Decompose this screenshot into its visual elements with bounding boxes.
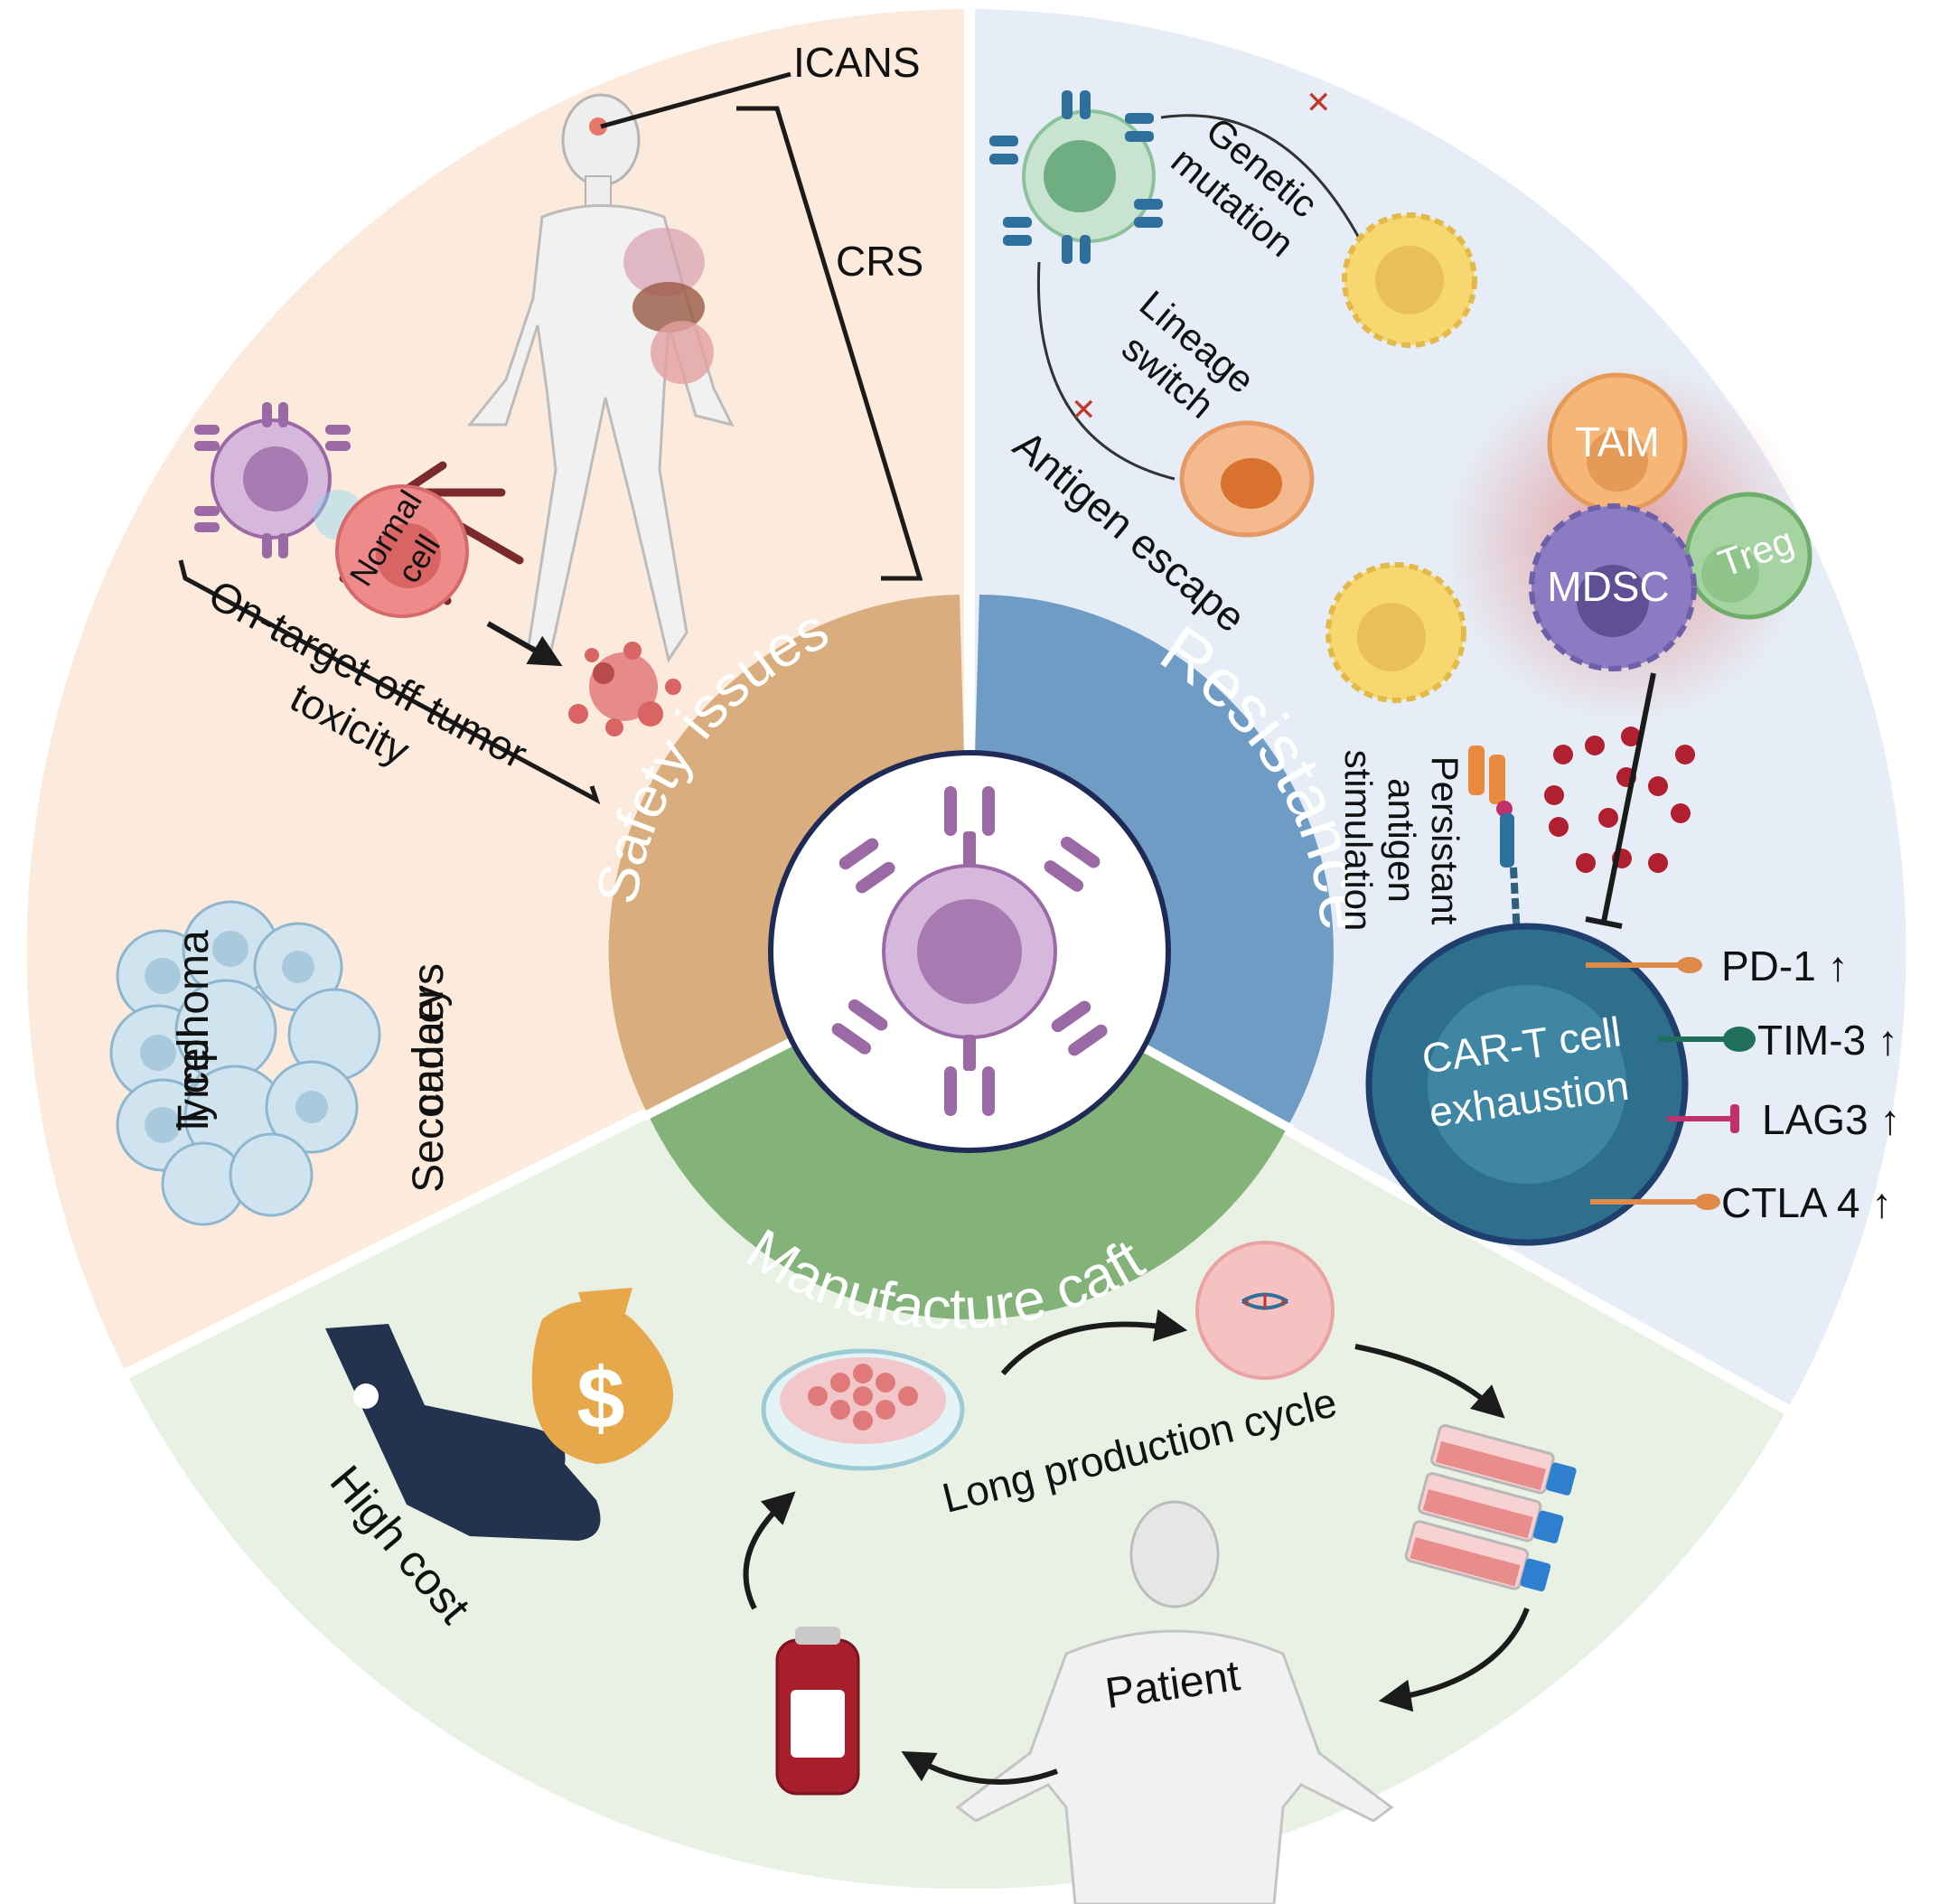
patient-figure: Patient xyxy=(955,1500,1394,1904)
marker-tim3: TIM-3 ↑ xyxy=(1757,1017,1898,1064)
lineage-switch-arc xyxy=(1036,261,1176,481)
tam-label: TAM xyxy=(1575,418,1660,465)
marker-ctla4: CTLA 4 ↑ xyxy=(1721,1179,1892,1226)
marker-pd1: PD-1 ↑ xyxy=(1721,943,1849,990)
persistant-label-3: stimulation xyxy=(1337,750,1380,932)
block-mark-2: ✕ xyxy=(1071,393,1097,427)
lysed-cell-fragments xyxy=(568,642,681,736)
arrow-dish-to-edit xyxy=(1000,1308,1188,1375)
secondary-label-2: cancers xyxy=(405,963,453,1115)
inhibition-line xyxy=(1585,672,1656,929)
persistant-label-2: antigen xyxy=(1381,778,1423,903)
gene-edited-cell xyxy=(1195,1241,1335,1380)
car-antigen-binding xyxy=(1468,746,1522,954)
t-cell-lymphoma-cluster: T cell lymphoma xyxy=(109,900,381,1226)
center-car-t-cell xyxy=(768,750,1171,1153)
mdsc-label: MDSC xyxy=(1547,563,1669,610)
petri-dish xyxy=(761,1348,965,1471)
lysis-arrow xyxy=(486,621,563,667)
blood-bag xyxy=(775,1627,860,1796)
arrow-edit-to-expand xyxy=(1354,1344,1505,1419)
tcell-lymphoma-label-1: T cell xyxy=(170,1028,218,1131)
secondary-label-1: Secondary xyxy=(405,985,453,1192)
arrow-patient-to-blood xyxy=(901,1750,1059,1785)
exhausted-car-t-cell: CAR-T cell exhaustion xyxy=(1365,923,1689,1246)
high-cost-illustration: $ xyxy=(325,1288,673,1541)
culture-flasks xyxy=(1404,1424,1577,1592)
car-t-cell-resistance xyxy=(989,90,1163,264)
inhibitory-cytokines xyxy=(1544,727,1695,873)
block-mark-1: ✕ xyxy=(1306,86,1332,120)
arrow-expand-to-patient xyxy=(1378,1607,1530,1712)
icans-label: ICANS xyxy=(793,39,921,86)
tumor-cell-yellow-1 xyxy=(1342,212,1477,348)
tcell-lymphoma-label-2: lymphoma xyxy=(170,930,218,1130)
crs-label: CRS xyxy=(836,238,923,285)
tumor-cell-yellow-2 xyxy=(1325,562,1466,703)
tme-cells: TAM Treg MDSC xyxy=(1446,361,1813,723)
persistant-label-1: Persistant xyxy=(1424,756,1466,925)
human-body-illustration xyxy=(466,93,735,663)
genetic-mutation-arc xyxy=(1160,114,1362,240)
crs-bracket: CRS xyxy=(736,106,923,581)
arrow-blood-to-dish xyxy=(743,1491,796,1610)
normal-cell: Normal cell xyxy=(335,461,524,618)
checkpoint-receptors: PD-1 ↑ TIM-3 ↑ LAG3 ↑ CTLA 4 ↑ xyxy=(1586,943,1900,1226)
icans-callout: ICANS xyxy=(600,39,921,129)
dollar-icon: $ xyxy=(576,1350,624,1447)
tumor-cell-orange xyxy=(1179,420,1315,538)
car-t-cell-safety xyxy=(194,402,351,558)
secondary-cancers: Secondary cancers xyxy=(405,963,453,1193)
marker-lag3: LAG3 ↑ xyxy=(1762,1096,1900,1143)
